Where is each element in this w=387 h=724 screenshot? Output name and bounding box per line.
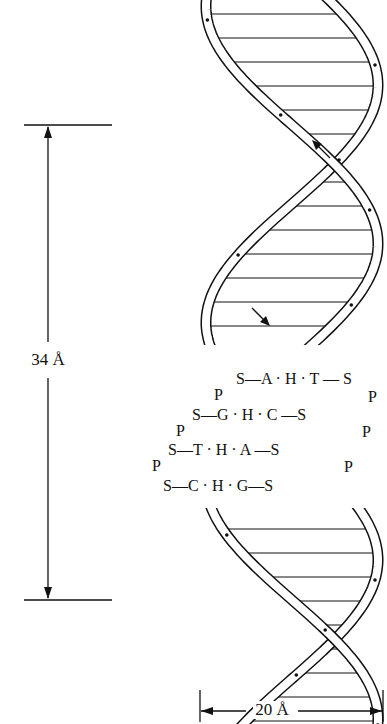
- helix-upper: [206, 0, 378, 345]
- phosphate-label: P: [368, 388, 377, 406]
- strand-fill: [206, 0, 378, 345]
- base-pair-rung: [271, 697, 374, 698]
- strand-outline: [206, 0, 378, 345]
- base-pair-rung: [275, 110, 373, 111]
- base-pair-rung: [239, 254, 377, 255]
- strand-fill: [206, 0, 378, 345]
- helix-lower: [207, 508, 379, 724]
- base-pair-rung: [250, 86, 378, 87]
- strand-dot: [337, 158, 341, 162]
- base-pair-rung: [206, 14, 342, 15]
- phosphate-label: P: [214, 386, 223, 404]
- phosphate-label: P: [362, 423, 371, 441]
- base-pair-rung: [213, 38, 361, 39]
- base-pair-rung: [206, 326, 332, 327]
- base-pair-rung: [209, 302, 354, 303]
- base-pair-rung: [246, 721, 378, 722]
- phosphate-label: P: [344, 458, 353, 476]
- dimension-label: 20 Å: [253, 701, 291, 719]
- strand-outline: [206, 0, 378, 345]
- phosphate-label: P: [152, 457, 161, 475]
- strand-dot: [373, 63, 377, 67]
- width-dimension: [200, 690, 383, 722]
- strand-outline: [207, 508, 378, 724]
- base-pair-rung: [242, 553, 378, 554]
- base-pair-rung: [228, 62, 374, 63]
- base-pair-row: S—T · H · A —S: [168, 441, 279, 459]
- strand-dot: [323, 628, 327, 632]
- base-pair-rung: [302, 134, 360, 135]
- base-pair-rung: [293, 601, 366, 602]
- strand-dot: [225, 533, 229, 537]
- strand-dot: [376, 723, 380, 724]
- strand-dot: [206, 18, 210, 22]
- strand-dot: [373, 578, 377, 582]
- base-pair-rung: [299, 673, 363, 674]
- phosphate-label: P: [176, 422, 185, 440]
- pitch-dimension: [24, 125, 112, 600]
- base-pair-rung: [263, 230, 377, 231]
- strand-dot: [236, 253, 240, 257]
- base-pair-row: S—A · H · T — S: [236, 370, 352, 388]
- strand-dot: [368, 208, 372, 212]
- base-pair-rung: [220, 278, 369, 279]
- base-pair-rung: [266, 577, 376, 578]
- dimension-label: 34 Å: [29, 351, 67, 369]
- strand-dot: [350, 303, 354, 307]
- base-pair-row: S—G · H · C —S: [192, 406, 306, 424]
- base-pair-rung: [223, 529, 371, 530]
- strand-fill: [207, 508, 378, 724]
- base-pair-row: S—C · H · G—S: [163, 477, 273, 495]
- strand-dot: [279, 113, 283, 117]
- strand-dot: [295, 673, 299, 677]
- strand-arrows: [252, 140, 330, 326]
- base-pair-rung: [289, 206, 367, 207]
